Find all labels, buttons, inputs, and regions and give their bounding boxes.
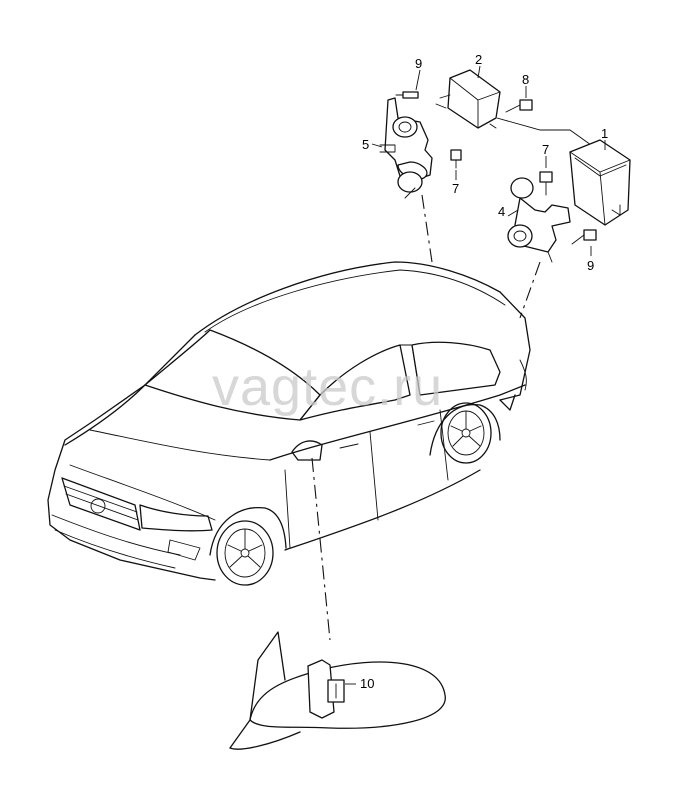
control-unit-2	[435, 69, 533, 129]
mirror-detail	[229, 631, 446, 750]
callout-9-right: 9	[587, 258, 594, 273]
callout-4: 4	[498, 204, 505, 219]
callout-leaders	[345, 65, 606, 685]
callout-1: 1	[601, 126, 608, 141]
callout-8: 8	[522, 72, 529, 87]
left-sensor-bracket	[379, 91, 462, 199]
right-sensor-bracket	[507, 171, 597, 263]
callout-9-left: 9	[415, 56, 422, 71]
leader-lines	[311, 117, 599, 641]
car-illustration	[47, 261, 531, 586]
control-unit-1	[569, 139, 631, 226]
callout-7-right: 7	[542, 142, 549, 157]
callout-7-left: 7	[452, 181, 459, 196]
callout-5: 5	[362, 137, 369, 152]
callout-10: 10	[360, 676, 374, 691]
callout-2: 2	[475, 52, 482, 67]
watermark: vagtec.ru	[212, 357, 443, 417]
